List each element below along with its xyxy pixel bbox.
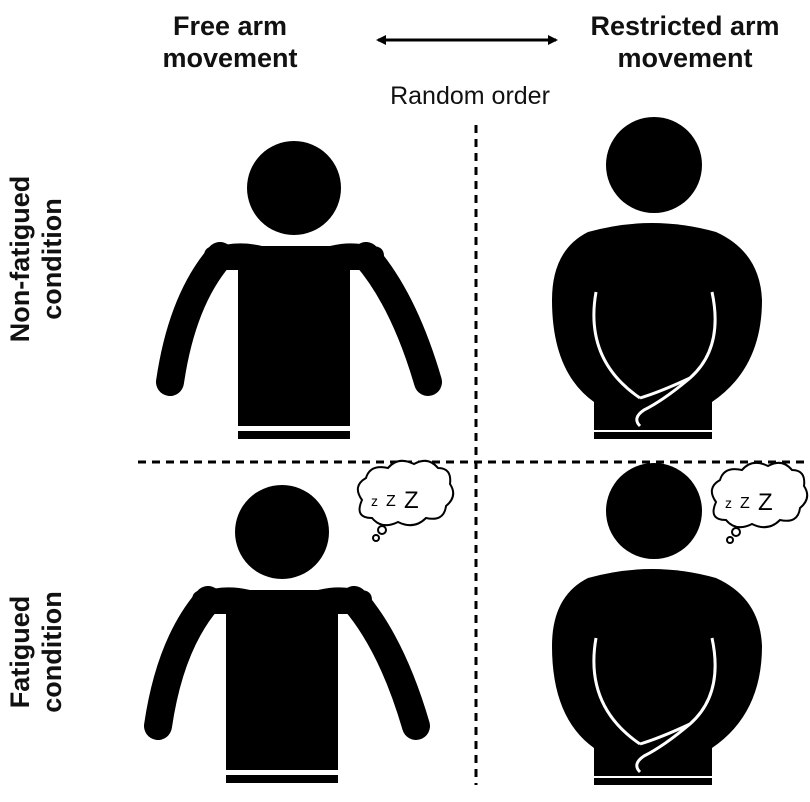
restricted-arm-header-line1: Restricted arm (590, 11, 780, 41)
sleep-z-large-left: Z (404, 487, 419, 514)
free-arm-movement-header: Free arm movement (110, 10, 350, 74)
free-arm-nonfatigued-figure-icon (170, 141, 428, 439)
random-order-label: Random order (390, 82, 550, 110)
sleep-z-small-right: z (725, 495, 732, 511)
sleep-z-medium-right: Z (740, 495, 750, 512)
restricted-arm-movement-header: Restricted arm movement (560, 10, 810, 74)
sleep-z-large-right: Z (758, 489, 773, 516)
sleep-thought-cloud-right: z Z Z (710, 461, 809, 544)
restricted-arm-header-line2: movement (617, 43, 753, 73)
sleep-z-medium-left: Z (386, 493, 396, 510)
sleep-z-small-left: z (371, 493, 378, 509)
restricted-arm-nonfatigued-figure-icon (550, 115, 764, 441)
sleep-thought-cloud-left: z Z Z (356, 459, 455, 542)
free-arm-header-line1: Free arm (172, 11, 288, 41)
free-arm-header-line2: movement (162, 43, 298, 73)
